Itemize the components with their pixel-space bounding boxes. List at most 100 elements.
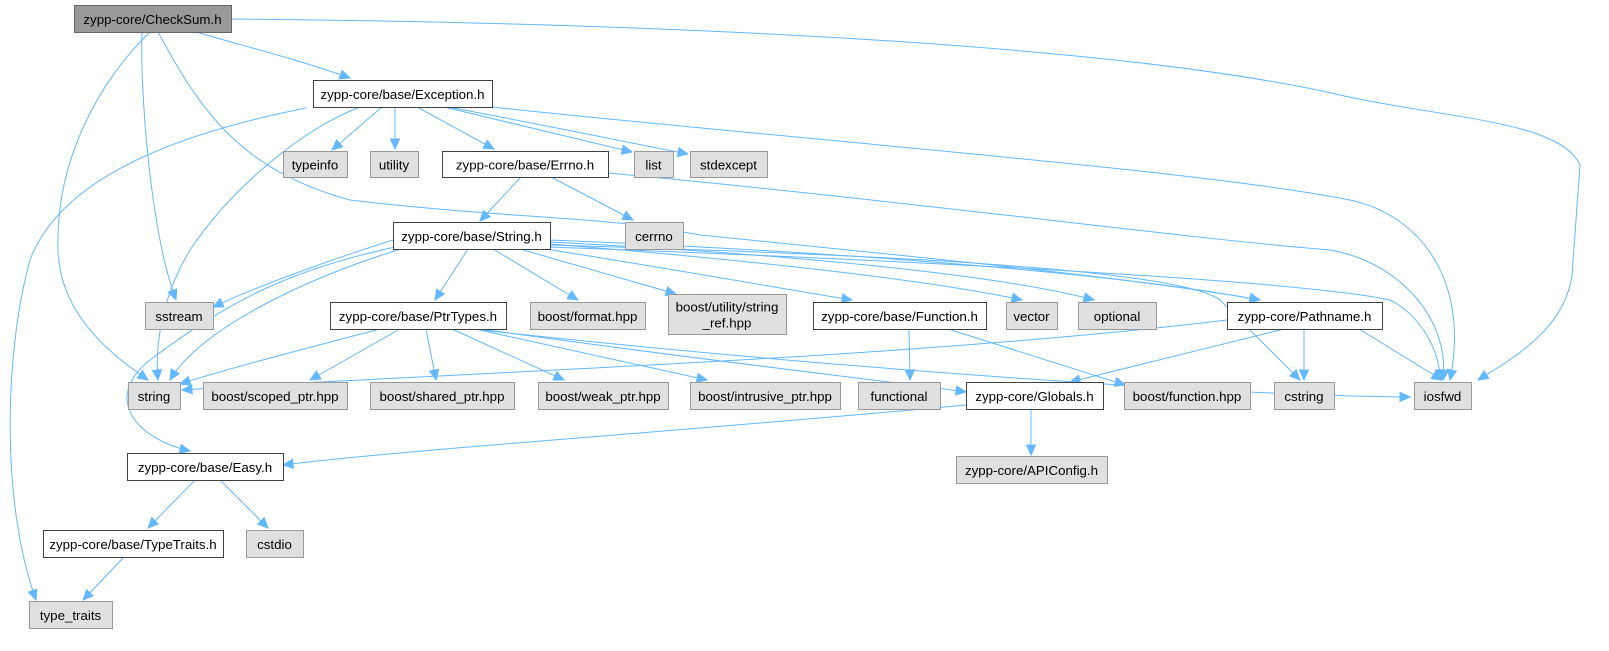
node-box — [442, 151, 609, 178]
edge-line — [156, 106, 361, 381]
node-label: boost/scoped_ptr.hpp — [211, 389, 338, 404]
node-string-h[interactable]: zypp-core/base/String.h — [393, 222, 551, 250]
edge-line — [474, 328, 708, 381]
node-label: zypp-core/base/TypeTraits.h — [49, 537, 216, 552]
edge-function_h-to-functional — [904, 328, 916, 382]
node-label: type_traits — [40, 608, 102, 623]
node-iosfwd: iosfwd — [1414, 382, 1472, 410]
node-box — [128, 382, 181, 410]
edge-line — [447, 106, 689, 155]
edge-pathname-to-iosfwd — [1358, 328, 1444, 381]
arrowhead-icon — [428, 368, 440, 382]
arrowhead-icon — [256, 516, 269, 529]
node-label: boost/weak_ptr.hpp — [545, 389, 660, 404]
node-ptrtypes[interactable]: zypp-core/base/PtrTypes.h — [330, 302, 507, 330]
node-label: boost/utility/string — [676, 300, 779, 315]
node-box — [127, 453, 284, 481]
edge-line — [57, 31, 151, 381]
edge-ptrtypes-to-weak_ptr — [451, 328, 566, 381]
node-globals[interactable]: zypp-core/Globals.h — [966, 382, 1104, 410]
arrowhead-icon — [482, 139, 496, 150]
node-label: typeinfo — [292, 158, 339, 173]
edge-easy-to-typetraits_h — [147, 479, 196, 529]
edge-line — [9, 107, 307, 601]
node-box — [1414, 382, 1472, 410]
node-typeinfo: typeinfo — [283, 151, 348, 178]
node-exception[interactable]: zypp-core/base/Exception.h — [313, 80, 493, 108]
edge-line — [544, 248, 853, 301]
edge-string_h-to-ptrtypes — [434, 248, 469, 302]
node-box — [283, 151, 348, 178]
arrowhead-icon — [308, 370, 322, 381]
edge-line — [607, 172, 1445, 381]
edge-line — [147, 479, 196, 529]
node-box — [1078, 302, 1157, 330]
node-apiconfig: zypp-core/APIConfig.h — [956, 456, 1108, 484]
arrowhead-icon — [331, 139, 344, 151]
arrowhead-icon — [1399, 391, 1412, 403]
arrowhead-icon — [552, 370, 566, 381]
node-box — [530, 302, 646, 330]
node-cstdio: cstdio — [246, 530, 304, 558]
node-box — [330, 302, 507, 330]
edge-line — [157, 31, 1261, 301]
node-typetraits-h[interactable]: zypp-core/base/TypeTraits.h — [43, 530, 224, 558]
node-label: functional — [871, 389, 928, 404]
edge-line — [549, 246, 1441, 381]
node-label: zypp-core/base/Errno.h — [456, 158, 594, 173]
node-vector: vector — [1006, 302, 1058, 330]
arrowhead-icon — [954, 385, 968, 396]
node-errno[interactable]: zypp-core/base/Errno.h — [442, 151, 609, 178]
arrowhead-icon — [338, 69, 352, 80]
node-box — [1006, 302, 1058, 330]
node-pathname[interactable]: zypp-core/Pathname.h — [1227, 302, 1383, 330]
arrowhead-icon — [566, 290, 580, 301]
node-box — [966, 382, 1104, 410]
node-label: iosfwd — [1424, 389, 1462, 404]
node-function-h[interactable]: zypp-core/base/Function.h — [813, 302, 987, 330]
arrowhead-icon — [1113, 376, 1127, 387]
node-easy[interactable]: zypp-core/base/Easy.h — [127, 453, 284, 481]
edge-pathname-to-cstring — [1298, 329, 1310, 382]
edge-line — [1069, 328, 1285, 383]
arrowhead-icon — [434, 288, 446, 302]
arrowhead-icon — [1025, 444, 1037, 457]
edge-line — [126, 246, 396, 452]
node-box — [43, 530, 224, 558]
arrowhead-icon — [695, 372, 709, 383]
node-box — [690, 382, 841, 410]
arrowhead-icon — [840, 293, 854, 304]
edge-string_h-to-vector — [549, 243, 1024, 303]
node-box — [1124, 382, 1251, 410]
node-label: boost/shared_ptr.hpp — [380, 389, 505, 404]
edge-exception-to-iosfwd — [491, 106, 1458, 382]
node-box — [625, 222, 684, 250]
node-utility: utility — [370, 151, 419, 178]
node-cerrno: cerrno — [625, 222, 684, 250]
edge-errno-to-cerrno — [550, 176, 635, 221]
arrowhead-icon — [169, 368, 180, 382]
node-boost-function: boost/function.hpp — [1124, 382, 1251, 410]
node-string-ref: boost/utility/string_ref.hpp — [668, 294, 787, 335]
node-box — [313, 80, 493, 108]
node-sstream: sstream — [145, 302, 214, 330]
edge-line — [331, 106, 383, 151]
node-box — [74, 5, 232, 33]
edge-line — [212, 239, 394, 308]
node-intrusive-ptr: boost/intrusive_ptr.hpp — [690, 382, 841, 410]
node-label: list — [645, 158, 662, 173]
node-label: cerrno — [635, 229, 673, 244]
edge-exception-to-typeinfo — [331, 106, 383, 151]
node-checksum[interactable]: zypp-core/CheckSum.h — [74, 5, 232, 33]
arrowhead-icon — [281, 458, 295, 469]
edge-pathname-to-globals — [1068, 328, 1285, 385]
node-weak-ptr: boost/weak_ptr.hpp — [538, 382, 669, 410]
node-box — [203, 382, 348, 410]
node-label: cstring — [1284, 389, 1323, 404]
node-shared-ptr: boost/shared_ptr.hpp — [370, 382, 515, 410]
edge-string_h-to-cstring — [549, 244, 1301, 381]
edge-ptrtypes-to-shared_ptr — [425, 328, 440, 382]
edges-layer — [9, 18, 1581, 602]
edge-line — [309, 328, 401, 381]
node-box — [246, 530, 304, 558]
